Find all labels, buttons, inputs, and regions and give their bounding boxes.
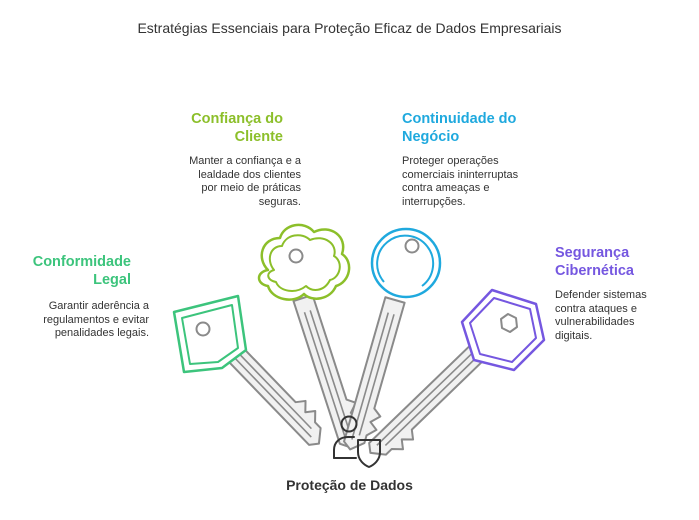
- diagram-title: Estratégias Essenciais para Proteção Efi…: [137, 20, 562, 36]
- desc-line: interrupções.: [402, 195, 466, 208]
- desc-line: contra ameaças e: [402, 182, 490, 194]
- heading-seguranca-cibernetica: Segurança Cibernética: [555, 244, 634, 280]
- desc-line: digitais.: [555, 329, 593, 342]
- desc-line: Defender sistemas: [555, 289, 647, 301]
- desc-confianca-cliente: Manter a confiança e a lealdade dos clie…: [189, 155, 301, 209]
- heading-line: Conformidade: [32, 254, 131, 270]
- desc-line: penalidades legais.: [54, 327, 149, 339]
- desc-continuidade-negocio: Proteger operações comerciais ininterrup…: [402, 155, 518, 209]
- key-hexagon-icon: [368, 288, 546, 456]
- desc-line: Manter a confiança e a: [189, 155, 301, 167]
- heading-conformidade-legal: Conformidade Legal: [33, 253, 131, 289]
- heading-line: Legal: [93, 272, 131, 288]
- heading-line: Negócio: [402, 129, 460, 145]
- heading-continuidade-negocio: Continuidade do Negócio: [402, 110, 516, 146]
- key-square-icon: [172, 294, 322, 446]
- desc-line: Proteger operações: [402, 155, 499, 167]
- heading-line: Cibernética: [555, 263, 634, 279]
- heading-line: Cliente: [234, 129, 283, 145]
- desc-line: Garantir aderência a: [48, 300, 149, 312]
- desc-line: seguras.: [258, 195, 301, 208]
- heading-line: Continuidade do: [402, 111, 517, 127]
- desc-line: vulnerabilidades: [555, 316, 635, 328]
- center-label: Proteção de Dados: [286, 477, 413, 493]
- desc-line: contra ataques e: [555, 302, 637, 315]
- user-shield-icon: [333, 415, 381, 468]
- desc-line: por meio de práticas: [201, 182, 301, 194]
- desc-line: regulamentos e evitar: [43, 313, 149, 326]
- desc-seguranca-cibernetica: Defender sistemas contra ataques e vulne…: [555, 289, 647, 343]
- heading-confianca-cliente: Confiança do Cliente: [191, 110, 283, 146]
- heading-line: Confiança do: [191, 111, 283, 127]
- heading-line: Segurança: [555, 245, 630, 261]
- key-round-icon: [343, 227, 442, 451]
- desc-line: comerciais ininterruptas: [402, 168, 519, 181]
- desc-conformidade-legal: Garantir aderência a regulamentos e evit…: [43, 300, 149, 341]
- desc-line: lealdade dos clientes: [198, 168, 301, 181]
